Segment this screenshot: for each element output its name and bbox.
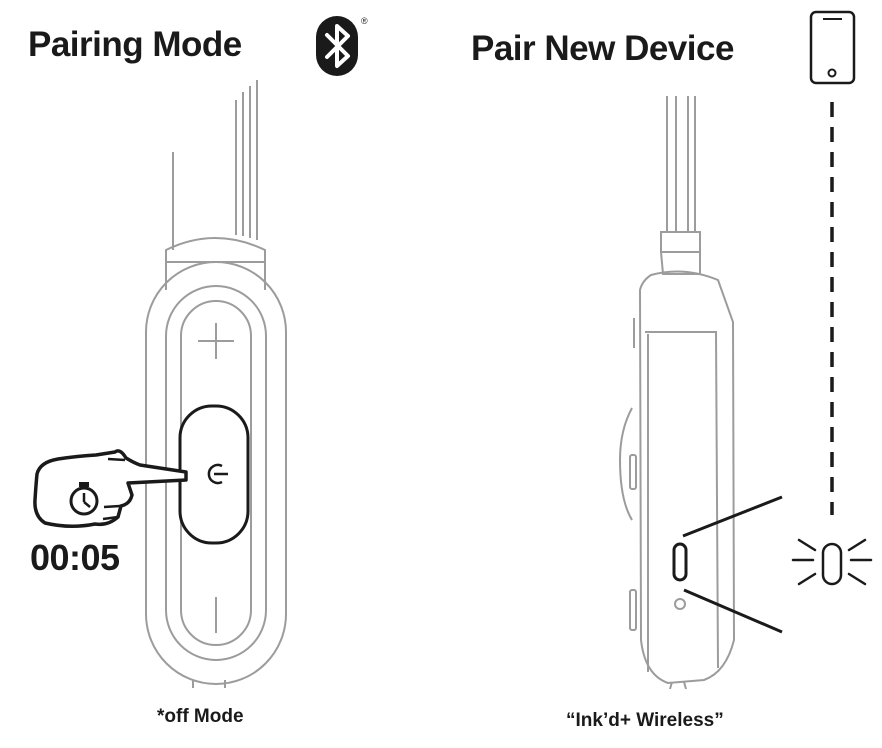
status-led [672, 542, 688, 582]
off-mode-caption: *off Mode [157, 706, 244, 727]
stopwatch-icon [69, 482, 99, 516]
pressing-hand-icon [33, 449, 188, 528]
callout-line-upper [682, 495, 783, 538]
smartphone-icon [809, 10, 856, 85]
callout-line-lower [683, 588, 783, 634]
bluetooth-icon: ® [316, 16, 368, 76]
remote-side-view [618, 96, 736, 690]
blinking-led-icon [791, 538, 873, 586]
remote-front-view [145, 80, 287, 688]
product-name-caption: “Ink’d+ Wireless” [566, 710, 724, 731]
hold-duration-label: 00:05 [30, 537, 120, 578]
pair-new-device-title: Pair New Device [471, 29, 734, 68]
registered-mark: ® [361, 16, 368, 26]
volume-up-button [198, 323, 234, 359]
pairing-mode-title: Pairing Mode [28, 25, 242, 64]
power-icon [207, 463, 228, 485]
